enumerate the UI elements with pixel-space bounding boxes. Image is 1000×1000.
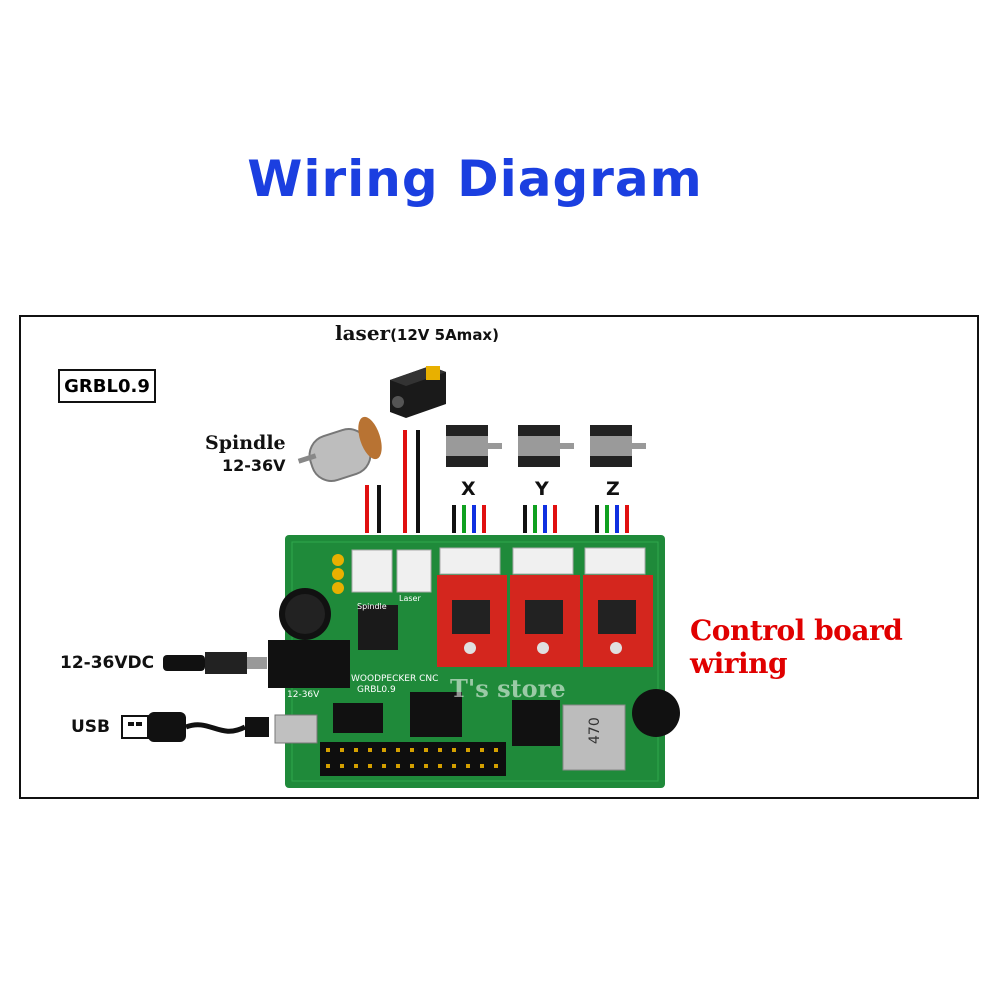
stepper-driver-y: [510, 575, 580, 667]
chip: [333, 703, 383, 733]
spindle-voltage: 12-36V: [222, 456, 286, 475]
usb-port: [274, 714, 318, 744]
capacitor-small: [632, 689, 680, 737]
usb-cable-icon: [121, 712, 269, 742]
inductor-value: 470: [587, 717, 603, 744]
power-jack: [268, 640, 350, 688]
axis-z-label: Z: [606, 478, 620, 500]
laser-module-icon: [390, 366, 446, 418]
spindle-connector: [351, 549, 393, 593]
spindle-label: Spindle: [205, 432, 286, 454]
pin-header: [320, 742, 506, 776]
motor-z-wires: [595, 505, 629, 533]
stepper-driver-z: [583, 575, 653, 667]
microcontroller: [410, 692, 462, 737]
motor-x-wires: [452, 505, 486, 533]
usb-label: USB: [71, 717, 111, 737]
stepper-motor-x-icon: [446, 425, 502, 467]
capacitor-large: [279, 588, 331, 640]
dc-plug-icon: [163, 652, 267, 674]
control-board-annotation: Control board wiring: [690, 614, 903, 680]
axis-x-label: X: [461, 478, 476, 500]
diagram-frame: [19, 315, 979, 799]
inductor: [562, 704, 626, 771]
axis-y-label: Y: [535, 478, 549, 500]
board-laser-label: Laser: [399, 594, 421, 603]
stepper-driver-x: [437, 575, 507, 667]
board-spindle-label: Spindle: [357, 602, 387, 611]
laser-label: laser(12V 5Amax): [335, 321, 499, 345]
board-voltage: 12-36V: [287, 690, 320, 700]
power-input-label: 12-36VDC: [60, 653, 155, 673]
regulator: [512, 700, 560, 746]
laser-connector: [396, 549, 432, 593]
mosfet: [358, 605, 398, 650]
motor-y-wires: [523, 505, 557, 533]
firmware-badge: GRBL0.9: [58, 369, 156, 403]
diagram-title: Wiring Diagram: [247, 150, 703, 208]
spindle-wires: [365, 485, 381, 533]
laser-wires: [403, 430, 420, 533]
stepper-motor-z-icon: [590, 425, 646, 467]
control-board: [268, 535, 680, 788]
spindle-motor-icon: [297, 416, 382, 482]
watermark: T's store: [450, 674, 566, 703]
board-version: GRBL0.9: [357, 685, 396, 695]
stepper-motor-y-icon: [518, 425, 574, 467]
board-brand: WOODPECKER CNC: [351, 674, 438, 684]
